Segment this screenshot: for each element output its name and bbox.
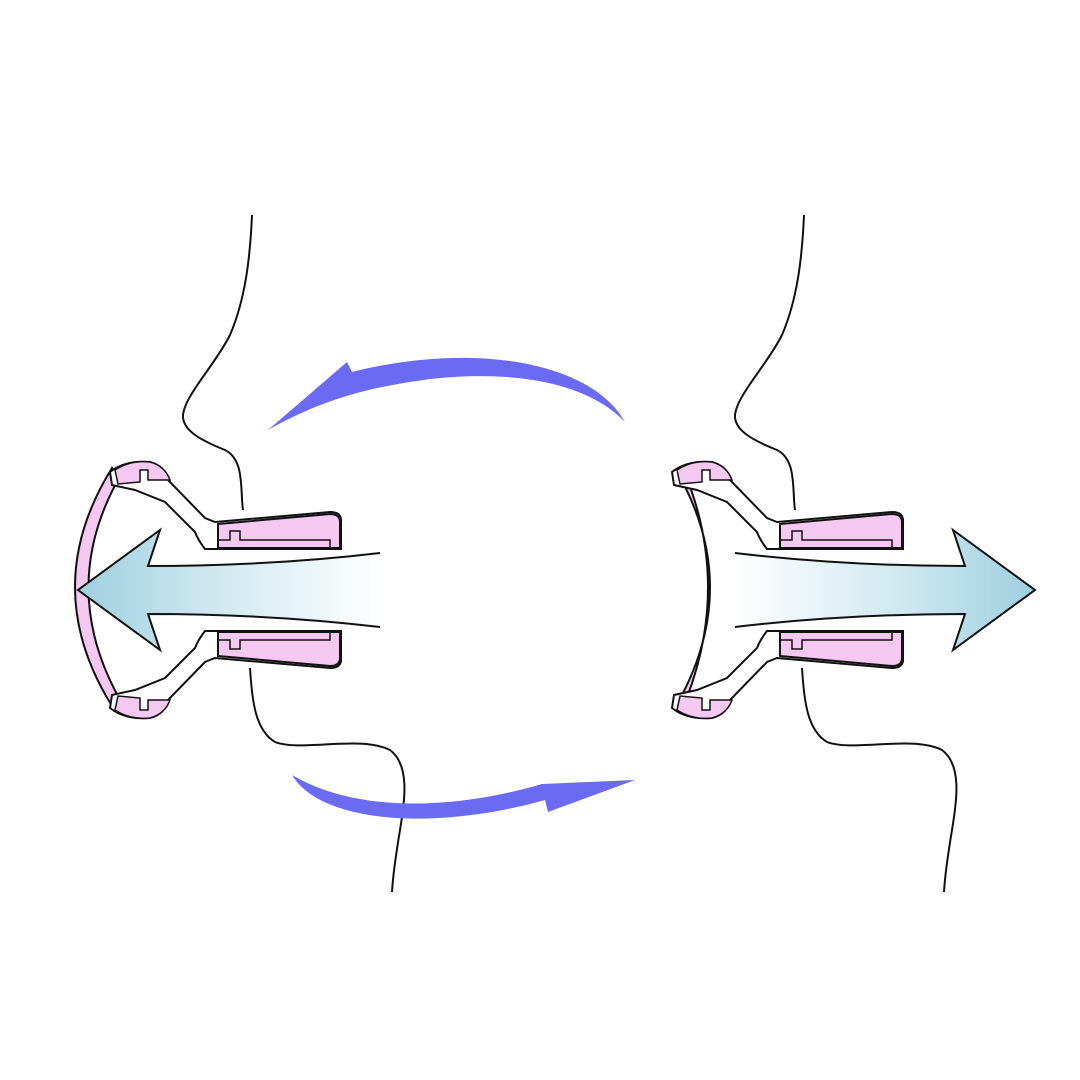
cycle-arrow-top-icon xyxy=(268,357,625,430)
face-profile-icon xyxy=(733,214,805,511)
chin-profile-icon xyxy=(249,667,406,893)
face-profile-icon xyxy=(181,214,253,511)
nipple-shield-icon xyxy=(671,460,905,720)
left-side-group xyxy=(74,214,406,893)
nipple-shield-icon xyxy=(74,460,343,720)
chin-profile-icon xyxy=(801,667,958,893)
flow-arrow-icon xyxy=(734,527,1037,653)
right-side-group xyxy=(671,214,1037,893)
flow-arrow-icon xyxy=(76,527,381,653)
cycle-arrow-bottom-icon xyxy=(292,775,635,819)
